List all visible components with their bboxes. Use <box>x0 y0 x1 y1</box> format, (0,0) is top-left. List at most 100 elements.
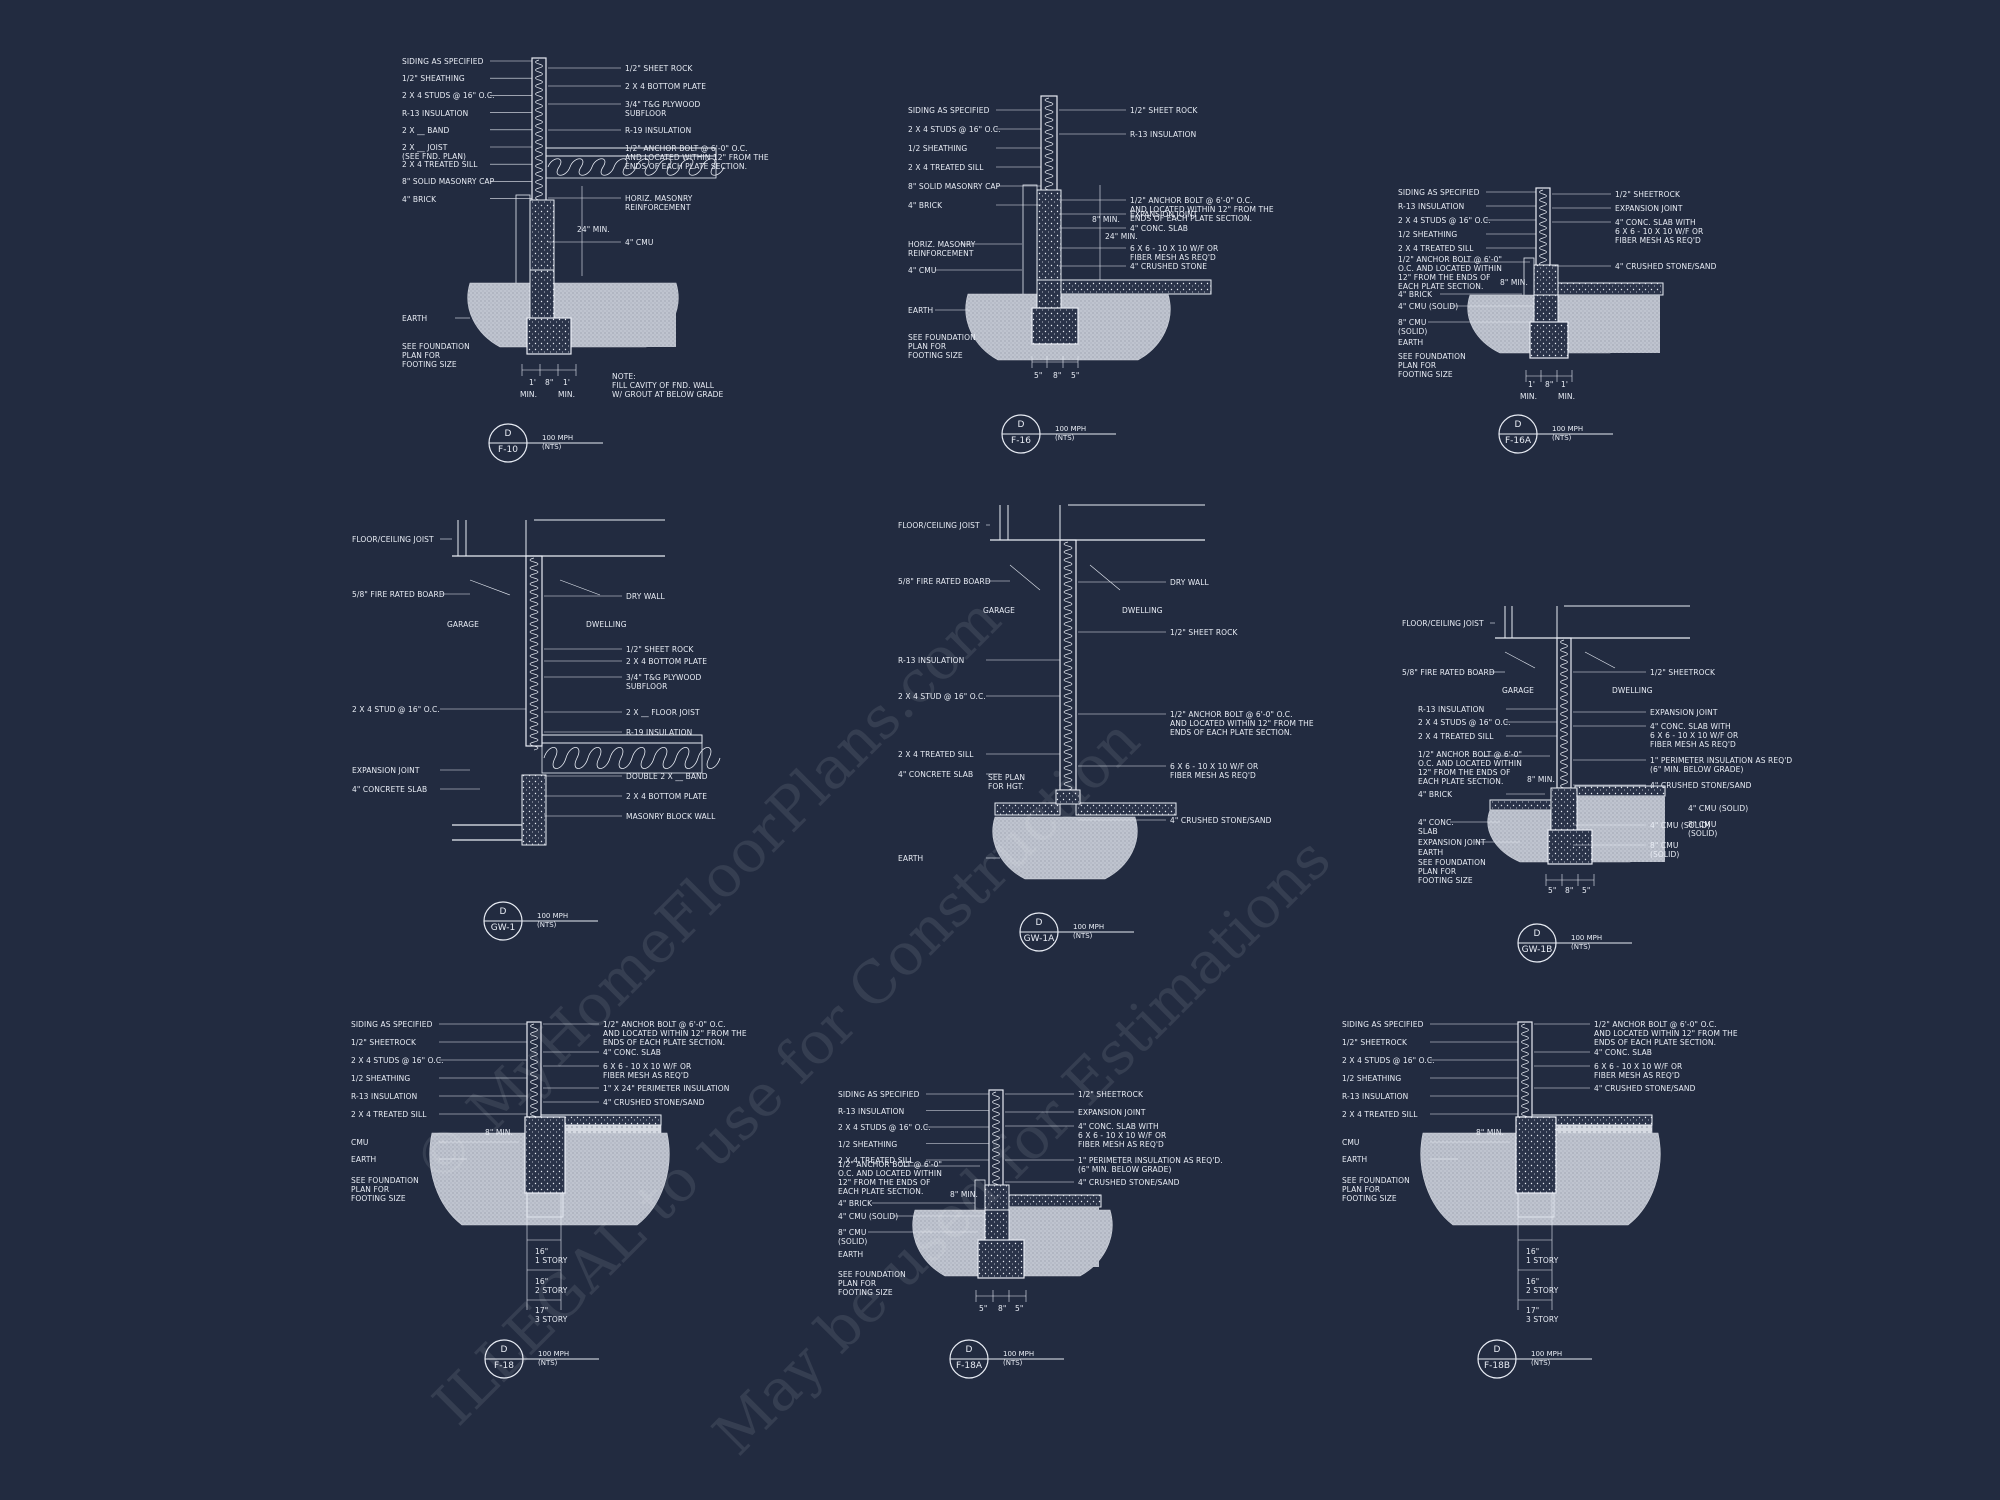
detail-scale-note: 100 MPH (NTS) <box>1055 425 1087 442</box>
gw1-left-label: 5/8" FIRE RATED BOARD <box>352 590 445 599</box>
f18b-dim: 8" MIN. <box>1476 1128 1504 1137</box>
f18-left-label: 2 X 4 TREATED SILL <box>351 1110 427 1119</box>
f16a-dim: 8" <box>1545 380 1554 389</box>
detail-scale-note: 100 MPH (NTS) <box>1073 923 1105 940</box>
f18a-dim: 8" MIN. <box>950 1190 978 1199</box>
f18a-right-label: 4" CONC. SLAB WITH 6 X 6 - 10 X 10 W/F O… <box>1078 1122 1167 1149</box>
f10-dim: 8" <box>545 378 554 387</box>
concrete-footing <box>1547 829 1593 865</box>
f10-left-label: R-13 INSULATION <box>402 108 469 118</box>
detail-tag-letter: D <box>1493 1345 1501 1355</box>
gw1a-left-label: R-13 INSULATION <box>898 656 965 665</box>
f16-left-label: HORIZ. MASONRY REINFORCEMENT <box>908 240 976 258</box>
f16-right-label: 1/2" ANCHOR BOLT @ 6'-0" O.C. AND LOCATE… <box>1130 196 1274 223</box>
f18a-right-label: EXPANSION JOINT <box>1078 1108 1146 1117</box>
f10-right-label: 4" CMU <box>625 238 654 247</box>
gw1-right-label: 2 X __ FLOOR JOIST <box>626 708 700 717</box>
f16a-right-label: EXPANSION JOINT <box>1615 204 1683 213</box>
f16a-dim: 8" MIN. <box>1500 278 1528 287</box>
earth-fill-right <box>1558 295 1660 353</box>
f18a-right-label: 4" CRUSHED STONE/SAND <box>1078 1178 1180 1187</box>
f18-left-label: CMU <box>351 1138 369 1147</box>
concrete-slab <box>1060 279 1212 295</box>
stud-wall <box>1556 637 1572 789</box>
gw1b-left-label: 2 X 4 STUDS @ 16" O.C. <box>1418 718 1511 727</box>
f10-dim: MIN. <box>520 390 538 399</box>
gw1-right-label: MASONRY BLOCK WALL <box>626 812 716 821</box>
f16-right-label: 4" CRUSHED STONE <box>1130 262 1208 271</box>
f10-right-label: 1/2" SHEET ROCK <box>625 64 693 73</box>
f10-right-label: 2 X 4 BOTTOM PLATE <box>625 82 707 91</box>
f10-left-label: 8" SOLID MASONRY CAP <box>402 177 495 187</box>
f16-dim: 8" MIN. <box>1092 215 1120 224</box>
gw1a-left-label: FLOOR/CEILING JOIST <box>898 521 980 530</box>
f10-left-label: 2 X __ BAND <box>402 125 450 135</box>
foundation-wall-below-grade <box>1036 279 1062 311</box>
detail-tag-code: GW-1B <box>1521 945 1553 955</box>
f18a-left-label: SEE FOUNDATION PLAN FOR FOOTING SIZE <box>838 1270 906 1297</box>
f16-right-label: 6 X 6 - 10 X 10 W/F OR FIBER MESH AS REQ… <box>1130 244 1219 262</box>
f18b-left-label: SEE FOUNDATION PLAN FOR FOOTING SIZE <box>1342 1176 1410 1203</box>
f16a-left-label: 4" CMU (SOLID) <box>1398 302 1459 311</box>
f16a-dim: MIN. <box>1558 392 1576 401</box>
fire-board-leader <box>1504 651 1536 669</box>
f16a-right-label: 1/2" SHEETROCK <box>1615 190 1681 199</box>
f18-right-label: 1" X 24" PERIMETER INSULATION <box>603 1084 730 1093</box>
floor-insulation-batts <box>543 747 721 769</box>
gw1-right-label: R-19 INSULATION <box>626 728 693 737</box>
gw1b-right-label: 8" CMU (SOLID) <box>1688 820 1718 838</box>
f16-left-label: 2 X 4 TREATED SILL <box>908 163 984 172</box>
f16-dim: 5" <box>1034 371 1043 380</box>
gw1a-right-label: 1/2" ANCHOR BOLT @ 6'-0" O.C. AND LOCATE… <box>1170 710 1314 737</box>
f18a-right-label: 1" PERIMETER INSULATION AS REQ'D. (6" MI… <box>1078 1156 1223 1174</box>
f18-depth: 16" 1 STORY <box>535 1247 568 1265</box>
f18a-dim: 5" <box>979 1304 988 1313</box>
detail-tag-letter: D <box>965 1345 973 1355</box>
drywall-leader <box>1584 651 1616 669</box>
f18a-left-label: 1/2" ANCHOR BOLT @ 6'-0" O.C. AND LOCATE… <box>838 1160 943 1196</box>
gw1b-left-label: 1/2" ANCHOR BOLT @ 6'-0" O.C. AND LOCATE… <box>1418 750 1523 786</box>
f16a-left-label: EARTH <box>1398 338 1424 347</box>
foundation-wall-below-grade <box>984 1209 1010 1241</box>
floor-joist <box>541 742 703 774</box>
floor-joist <box>545 155 717 179</box>
f18-left-label: SEE FOUNDATION PLAN FOR FOOTING SIZE <box>351 1176 419 1203</box>
detail-tag-code: F-18 <box>494 1361 514 1371</box>
earth-fill <box>992 816 1138 880</box>
f18-right-label: 4" CRUSHED STONE/SAND <box>603 1098 705 1107</box>
f18b-left-label: SIDING AS SPECIFIED <box>1342 1020 1424 1029</box>
gw1b-right-label: 4" CMU (SOLID) <box>1688 804 1749 813</box>
foundation-wall-below-grade <box>529 269 555 321</box>
wall-insulation <box>1063 541 1073 791</box>
detail-tag-code: F-18B <box>1483 1361 1511 1371</box>
f16-right-label: R-13 INSULATION <box>1130 130 1197 139</box>
f16-right-label: 4" CONC. SLAB <box>1130 224 1189 233</box>
gw1b-left-label: EXPANSION JOINT <box>1418 838 1486 847</box>
f16a-dim: MIN. <box>1520 392 1538 401</box>
gw1b-left-label: 4" BRICK <box>1418 790 1453 799</box>
gw1a-room-label: GARAGE <box>983 606 1015 615</box>
f16a-left-label: R-13 INSULATION <box>1398 202 1465 211</box>
detail-scale-note: 100 MPH (NTS) <box>542 434 574 451</box>
detail-scale-note: 100 MPH (NTS) <box>1571 934 1603 951</box>
gw1a-right-label: 1/2" SHEET ROCK <box>1170 628 1238 637</box>
f18-right-label: 1/2" ANCHOR BOLT @ 6'-0" O.C. AND LOCATE… <box>603 1020 747 1047</box>
f16-left-label: 8" SOLID MASONRY CAP <box>908 182 1001 191</box>
detail-tag-code: F-10 <box>498 445 518 455</box>
f18a-left-label: SIDING AS SPECIFIED <box>838 1090 920 1099</box>
f18b-depth: 17" 3 STORY <box>1526 1306 1559 1324</box>
gw1b-left-label: SEE FOUNDATION PLAN FOR FOOTING SIZE <box>1418 858 1486 885</box>
f18a-left-label: 8" CMU (SOLID) <box>838 1228 868 1246</box>
f18a-left-label: R-13 INSULATION <box>838 1106 905 1116</box>
f18b-left-label: 2 X 4 STUDS @ 16" O.C. <box>1342 1056 1435 1065</box>
f16a-left-label: 2 X 4 TREATED SILL <box>1398 244 1474 253</box>
foundation-wall <box>521 774 547 846</box>
f16a-left-label: SEE FOUNDATION PLAN FOR FOOTING SIZE <box>1398 352 1466 379</box>
detail-tag-letter: D <box>1035 918 1043 928</box>
f18a-right-label: 1/2" SHEETROCK <box>1078 1090 1144 1099</box>
gw1b-right-label: 4" CONC. SLAB WITH 6 X 6 - 10 X 10 W/F O… <box>1650 722 1739 749</box>
f18a-left-label: 2 X 4 STUDS @ 16" O.C. <box>838 1123 931 1132</box>
f18b-right-label: 4" CRUSHED STONE/SAND <box>1594 1084 1696 1093</box>
gw1a-note: SEE PLAN FOR HGT. <box>988 773 1026 791</box>
f18a-left-label: 1/2 SHEATHING <box>838 1139 898 1149</box>
